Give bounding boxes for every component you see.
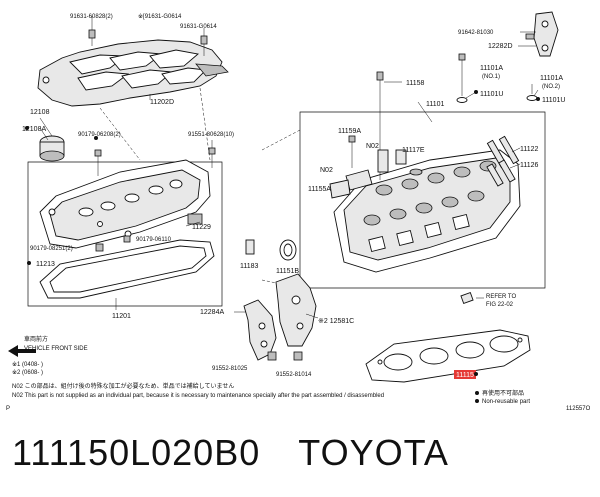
valve-guides bbox=[486, 135, 520, 187]
lifting-bracket bbox=[525, 11, 559, 57]
non-reusable-dots bbox=[25, 90, 540, 376]
label-11155a: 11155A bbox=[308, 186, 331, 193]
label-11151b: 11151B bbox=[276, 268, 299, 275]
brand-name: TOYOTA bbox=[298, 432, 449, 473]
front-arrow-icon bbox=[8, 345, 36, 357]
cylinder-head-frame bbox=[299, 111, 546, 289]
label-11115: 11115 bbox=[456, 372, 474, 379]
label-refer-to: REFER TO bbox=[486, 294, 516, 300]
valve-cover-gasket bbox=[39, 239, 215, 299]
part-number: 111150L020B0 bbox=[12, 432, 261, 473]
label-11183: 11183 bbox=[240, 263, 259, 270]
label-11117e: 11117E bbox=[402, 147, 425, 154]
label-11101u-1: 11101U bbox=[480, 91, 503, 98]
label-11229: 11229 bbox=[192, 224, 211, 231]
non-reusable-jp: 再使用不可部品 bbox=[482, 389, 524, 397]
seals bbox=[245, 239, 297, 261]
front-label-en: VEHICLE FRONT SIDE bbox=[24, 346, 88, 352]
part-caption: 111150L020B0 TOYOTA bbox=[12, 432, 449, 474]
note-1: ※1 (0408- ) bbox=[12, 361, 43, 368]
timing-cover-plate bbox=[275, 273, 317, 347]
label-11101a-no2-sub: (NO.2) bbox=[542, 84, 560, 90]
front-label-jp: 車両前方 bbox=[24, 335, 48, 343]
label-90179-06110: 90179-06110 bbox=[136, 237, 172, 243]
label-11213: 11213 bbox=[36, 261, 55, 268]
label-91552-81014: 91552-81014 bbox=[276, 372, 312, 378]
part-labels: 91631-60828(2) ※[91631-G0614 91631-G0614… bbox=[22, 13, 565, 379]
cam-brackets bbox=[329, 169, 373, 199]
label-91631-g0614-top: ※[91631-G0614 bbox=[138, 13, 182, 20]
n02-note-jp: N02 この部品は、組付け後の特殊な加工が必要なため、単品では補給していません bbox=[12, 382, 234, 390]
label-11101a-no1-sub: (NO.1) bbox=[482, 74, 500, 80]
cover-bolts bbox=[88, 22, 208, 56]
engine-bracket bbox=[243, 299, 277, 361]
bullet-jp bbox=[475, 391, 479, 395]
bullet-en bbox=[475, 399, 479, 403]
cylinder-head bbox=[333, 149, 521, 273]
label-11126: 11126 bbox=[520, 162, 539, 169]
label-91631-60828: 91631-60828(2) bbox=[70, 14, 113, 20]
oil-filler-cap bbox=[39, 117, 65, 162]
label-11101: 11101 bbox=[426, 101, 445, 108]
label-11201: 11201 bbox=[112, 313, 131, 320]
label-refer-fig: FIG 22-02 bbox=[486, 302, 514, 308]
label-12581c: ※2 12581C bbox=[318, 318, 354, 325]
n02-note-en: N02 This part is not supplied as an indi… bbox=[12, 393, 384, 399]
label-91552-81025: 91552-81025 bbox=[212, 366, 248, 372]
head-bolts bbox=[348, 53, 538, 180]
cam-journals bbox=[363, 160, 497, 226]
label-91551-80628: 91551-80628(10) bbox=[188, 132, 234, 138]
label-12282d: 12282D bbox=[488, 43, 513, 50]
leader-lines bbox=[91, 16, 539, 319]
head-gasket bbox=[365, 329, 531, 383]
label-11158: 11158 bbox=[406, 80, 425, 87]
dowel-pin bbox=[460, 291, 474, 305]
small-bolts bbox=[95, 235, 131, 252]
label-90179-08251: 90179-08251(2) bbox=[30, 246, 73, 252]
diagram-code: 112557O bbox=[566, 406, 591, 412]
label-12284a: 12284A bbox=[200, 309, 224, 316]
port-openings bbox=[368, 213, 470, 253]
valve-cover bbox=[39, 140, 216, 249]
label-11101a-no1: 11101A bbox=[480, 65, 503, 72]
label-11202d: 11202D bbox=[150, 99, 174, 106]
note-2: ※2 (0608- ) bbox=[12, 369, 43, 376]
label-12108: 12108 bbox=[30, 109, 50, 116]
corner-mark: P bbox=[6, 406, 10, 412]
valve-cover-frame bbox=[27, 161, 223, 307]
label-11122: 11122 bbox=[520, 146, 539, 153]
bracket-bolts bbox=[267, 351, 303, 361]
label-12108a: 12108A bbox=[22, 126, 46, 133]
label-n02-a: N02 bbox=[366, 143, 379, 150]
highlight-box bbox=[454, 370, 476, 379]
label-90179-06208: 90179-06208(2) bbox=[78, 132, 121, 138]
legend: 車両前方 VEHICLE FRONT SIDE ※1 (0408- ) ※2 (… bbox=[6, 335, 591, 412]
label-91631-g0614: 91631-G0614 bbox=[180, 24, 217, 30]
label-11101a-no2: 11101A bbox=[540, 75, 563, 82]
label-11101u-2: 11101U bbox=[542, 97, 565, 104]
label-11159a: 11159A bbox=[338, 128, 361, 135]
label-91642-81030: 91642-81030 bbox=[458, 30, 494, 36]
label-n02-b: N02 bbox=[320, 167, 333, 174]
non-reusable-en: Non-reusable part bbox=[482, 399, 530, 405]
engine-cover bbox=[37, 39, 229, 107]
